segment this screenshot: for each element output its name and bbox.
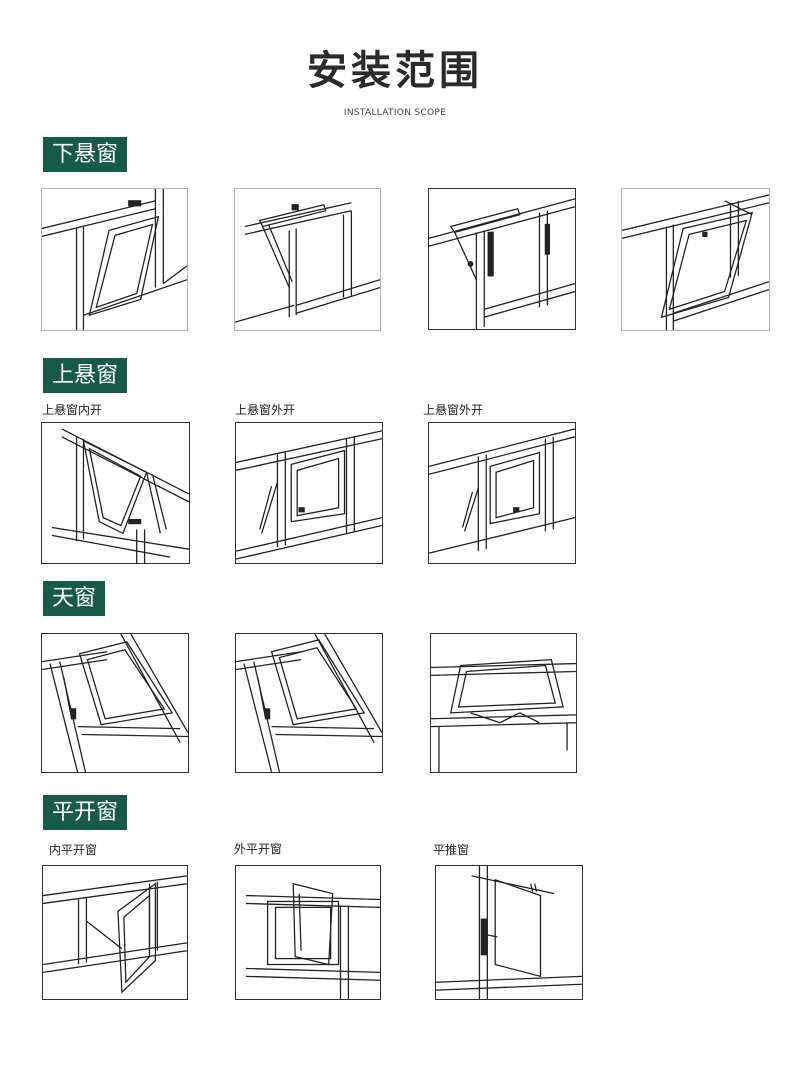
bottom-hung-illustration-3 <box>428 188 576 330</box>
section-tag-casement: 平开窗 <box>43 795 128 830</box>
bottom-hung-illustration-2 <box>234 188 381 331</box>
skylight-illustration-3 <box>430 633 577 773</box>
skylight-illustration-2 <box>235 633 383 773</box>
caption-parallel-push-window: 平推窗 <box>433 843 470 857</box>
caption-top-hung-outward-1: 上悬窗外开 <box>235 403 296 417</box>
top-hung-inward-illustration <box>41 422 190 564</box>
inward-casement-illustration <box>42 865 188 1000</box>
parallel-push-window-illustration <box>435 865 583 1000</box>
bottom-hung-illustration-1 <box>41 188 188 331</box>
top-hung-outward-illustration-1 <box>235 422 383 564</box>
top-hung-outward-illustration-2 <box>428 422 576 564</box>
page-title: 安装范围 <box>307 48 483 94</box>
caption-outward-casement: 外平开窗 <box>234 842 283 856</box>
bottom-hung-illustration-4 <box>621 188 770 331</box>
outward-casement-illustration <box>235 865 381 1000</box>
section-tag-skylight: 天窗 <box>43 581 106 616</box>
caption-inward-casement: 内平开窗 <box>49 843 98 857</box>
page-subtitle: INSTALLATION SCOPE <box>343 108 447 118</box>
section-tag-top-hung: 上悬窗 <box>43 358 128 393</box>
caption-top-hung-inward: 上悬窗内开 <box>42 403 103 417</box>
skylight-illustration-1 <box>41 633 189 773</box>
section-tag-bottom-hung: 下悬窗 <box>43 137 128 172</box>
caption-top-hung-outward-2: 上悬窗外开 <box>423 403 484 417</box>
